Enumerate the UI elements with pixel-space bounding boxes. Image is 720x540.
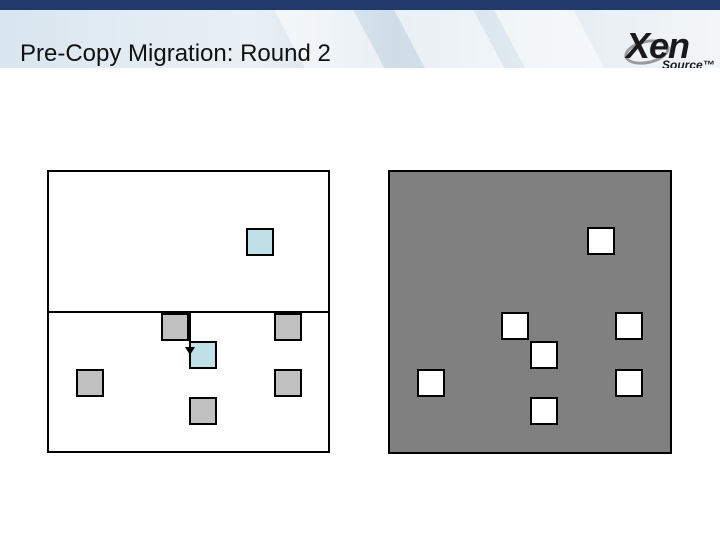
logo-sub-text: Source™	[662, 58, 715, 68]
destination-memory-page	[615, 312, 643, 340]
destination-memory-page	[530, 397, 558, 425]
slide-title: Pre-Copy Migration: Round 2	[20, 40, 331, 67]
destination-memory-page	[417, 369, 445, 397]
copied-memory-page	[189, 397, 217, 425]
destination-memory-page	[501, 312, 529, 340]
logo-brand-text: Xen	[626, 25, 690, 66]
destination-memory-page	[615, 369, 643, 397]
source-host-divider	[47, 311, 330, 313]
copied-memory-page	[161, 313, 189, 341]
copied-memory-page	[274, 313, 302, 341]
page-move-arrow-icon	[185, 313, 195, 355]
slide-header: Pre-Copy Migration: Round 2 Xen Source™	[0, 10, 720, 68]
dirty-memory-page	[246, 228, 274, 256]
destination-memory-page	[530, 341, 558, 369]
copied-memory-page	[76, 369, 104, 397]
xensource-logo: Xen Source™	[622, 26, 718, 68]
header-top-bar	[0, 0, 720, 10]
copied-memory-page	[274, 369, 302, 397]
destination-memory-page	[587, 227, 615, 255]
